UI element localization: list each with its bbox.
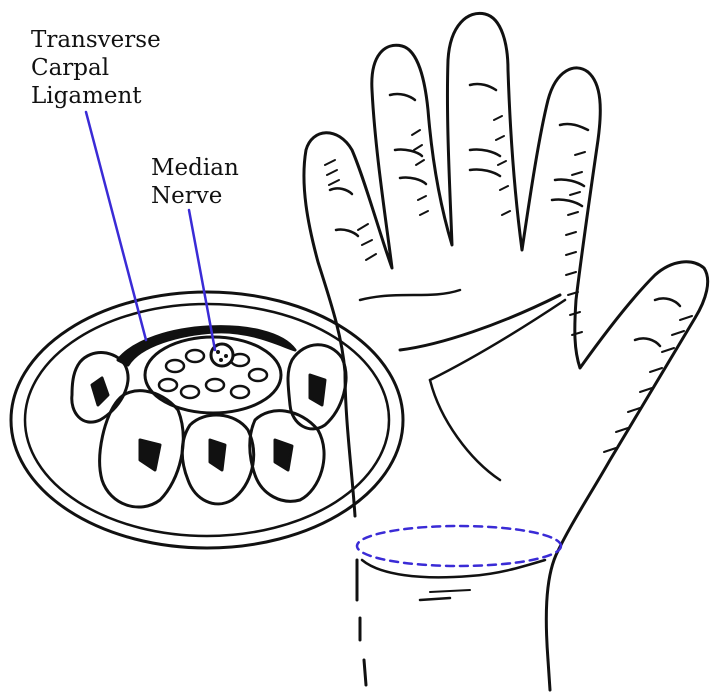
label-transverse-carpal-ligament: Transverse Carpal Ligament xyxy=(31,26,161,110)
incision-marker xyxy=(357,526,561,566)
hand-illustration xyxy=(304,13,708,690)
label-median-nerve: Median Nerve xyxy=(151,154,239,210)
label-line: Nerve xyxy=(151,182,239,210)
cross-section-illustration xyxy=(11,292,403,548)
label-line: Transverse xyxy=(31,26,161,54)
label-line: Ligament xyxy=(31,82,161,110)
label-line: Carpal xyxy=(31,54,161,82)
label-line: Median xyxy=(151,154,239,182)
